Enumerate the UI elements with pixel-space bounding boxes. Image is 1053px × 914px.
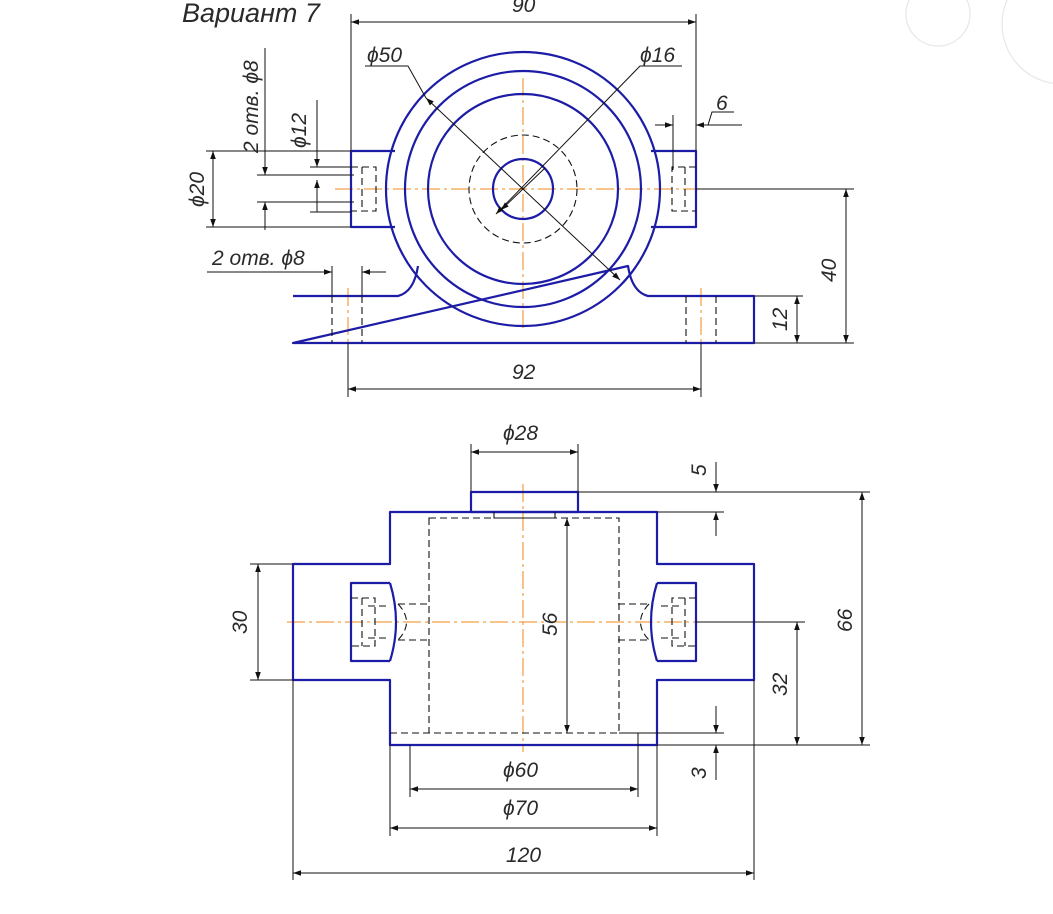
drawing-title: Вариант 7 — [182, 0, 321, 28]
dim-label-width-top: 90 — [512, 0, 536, 17]
dim-label-inner-dia: ϕ60 — [503, 759, 538, 782]
circle-button[interactable] — [1001, 0, 1053, 84]
top-view: ϕ28 5 30 56 66 32 3 ϕ60 ϕ70 120 — [229, 422, 870, 880]
dim-label-holes-base: 2 отв. ϕ8 — [211, 247, 305, 270]
dim-label-total-height: 66 — [834, 608, 857, 632]
dim-label-boss-height: 5 — [688, 464, 711, 476]
dim-label-bore-inner: ϕ16 — [640, 44, 675, 67]
hidden-lines — [351, 512, 696, 734]
dim-label-bottom-gap: 3 — [688, 767, 711, 779]
dim-label-outer-dia: ϕ70 — [503, 797, 538, 820]
dim-label-inner-height: 56 — [539, 612, 562, 636]
dim-label-hole-cbore: ϕ12 — [288, 113, 311, 148]
dim-label-center-height: 32 — [769, 672, 792, 696]
dim-label-base-holes-spacing: 92 — [512, 361, 536, 384]
dim-label-lug-width: 30 — [229, 610, 252, 634]
dim-label-bore-outer: ϕ50 — [367, 44, 402, 67]
dimension-lines — [206, 14, 854, 397]
dim-label-holes-top: 2 отв. ϕ8 — [240, 60, 263, 154]
circle-button[interactable] — [905, 0, 971, 47]
front-view: 90 ϕ50 ϕ16 6 2 отв. ϕ8 ϕ12 ϕ20 2 отв. ϕ8… — [186, 0, 854, 397]
dim-label-height-center: 40 — [818, 258, 841, 282]
dim-label-lug-offset: 6 — [716, 92, 728, 115]
dim-label-total-length: 120 — [506, 844, 541, 867]
dim-label-boss-dia: ϕ20 — [186, 172, 209, 207]
dim-label-base-thickness: 12 — [769, 307, 792, 331]
dimension-lines — [250, 444, 870, 880]
dim-label-boss-dia: ϕ28 — [503, 422, 538, 445]
